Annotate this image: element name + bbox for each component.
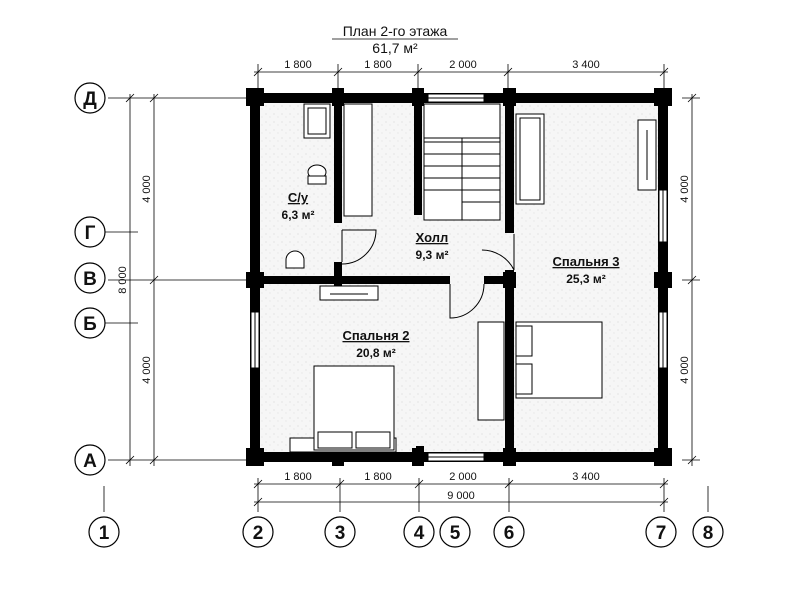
- plan-total-area: 61,7 м²: [372, 40, 418, 56]
- room-bathroom-name: С/у: [288, 190, 309, 205]
- dim-bottom-4: 3 400: [572, 471, 600, 483]
- plan-title: План 2-го этажа: [343, 23, 448, 39]
- axis-col-7: 7: [656, 523, 667, 544]
- dim-top-2: 1 800: [364, 59, 392, 71]
- dim-bottom-total: 9 000: [447, 490, 475, 502]
- dim-top-4: 3 400: [572, 59, 600, 71]
- axis-row-d: Д: [83, 89, 97, 110]
- axis-row-b: Б: [83, 314, 97, 335]
- axis-col-5: 5: [450, 523, 461, 544]
- dim-left-2: 4 000: [141, 356, 153, 384]
- axis-col-1: 1: [99, 523, 110, 544]
- axis-col-6: 6: [504, 523, 515, 544]
- bedroom2-furniture: [289, 285, 397, 453]
- dim-left-1: 4 000: [141, 175, 153, 203]
- dim-right-2: 4 000: [679, 356, 691, 384]
- room-bathroom-area: 6,3 м²: [282, 208, 315, 222]
- dim-top-3: 2 000: [449, 59, 477, 71]
- desk: [319, 285, 379, 301]
- bedroom3-furniture: [477, 113, 657, 421]
- dimension-right: [682, 93, 700, 466]
- dimension-top: [253, 64, 669, 90]
- dim-top-1: 1 800: [284, 59, 312, 71]
- washbasin: [285, 250, 305, 269]
- staircase: [423, 103, 501, 221]
- dim-bottom-3: 2 000: [449, 471, 477, 483]
- axis-col-8: 8: [703, 523, 714, 544]
- dim-right-1: 4 000: [679, 175, 691, 203]
- dresser: [477, 321, 505, 421]
- dim-left-total: 8 000: [117, 266, 129, 294]
- dimension-left: [125, 93, 159, 466]
- dim-bottom-1: 1 800: [284, 471, 312, 483]
- closet: [343, 103, 373, 217]
- room-hall-name: Холл: [416, 230, 449, 245]
- axis-col-2: 2: [253, 523, 264, 544]
- axis-row-g: Г: [85, 223, 96, 244]
- axis-col-4: 4: [414, 523, 425, 544]
- axis-row-v: В: [83, 269, 97, 290]
- room-hall-area: 9,3 м²: [416, 248, 449, 262]
- dimension-bottom: [253, 479, 669, 507]
- room-bedroom3-area: 25,3 м²: [566, 272, 606, 286]
- axis-bubbles: [74, 82, 724, 548]
- bathroom-fixtures: [285, 103, 373, 269]
- doors: [341, 229, 515, 319]
- axis-row-a: А: [83, 451, 97, 472]
- room-bedroom2-name: Спальня 2: [343, 328, 410, 343]
- room-bedroom3-name: Спальня 3: [553, 254, 620, 269]
- axis-col-3: 3: [335, 523, 346, 544]
- room-bedroom2-area: 20,8 м²: [356, 346, 396, 360]
- windows: [250, 93, 668, 462]
- dim-bottom-2: 1 800: [364, 471, 392, 483]
